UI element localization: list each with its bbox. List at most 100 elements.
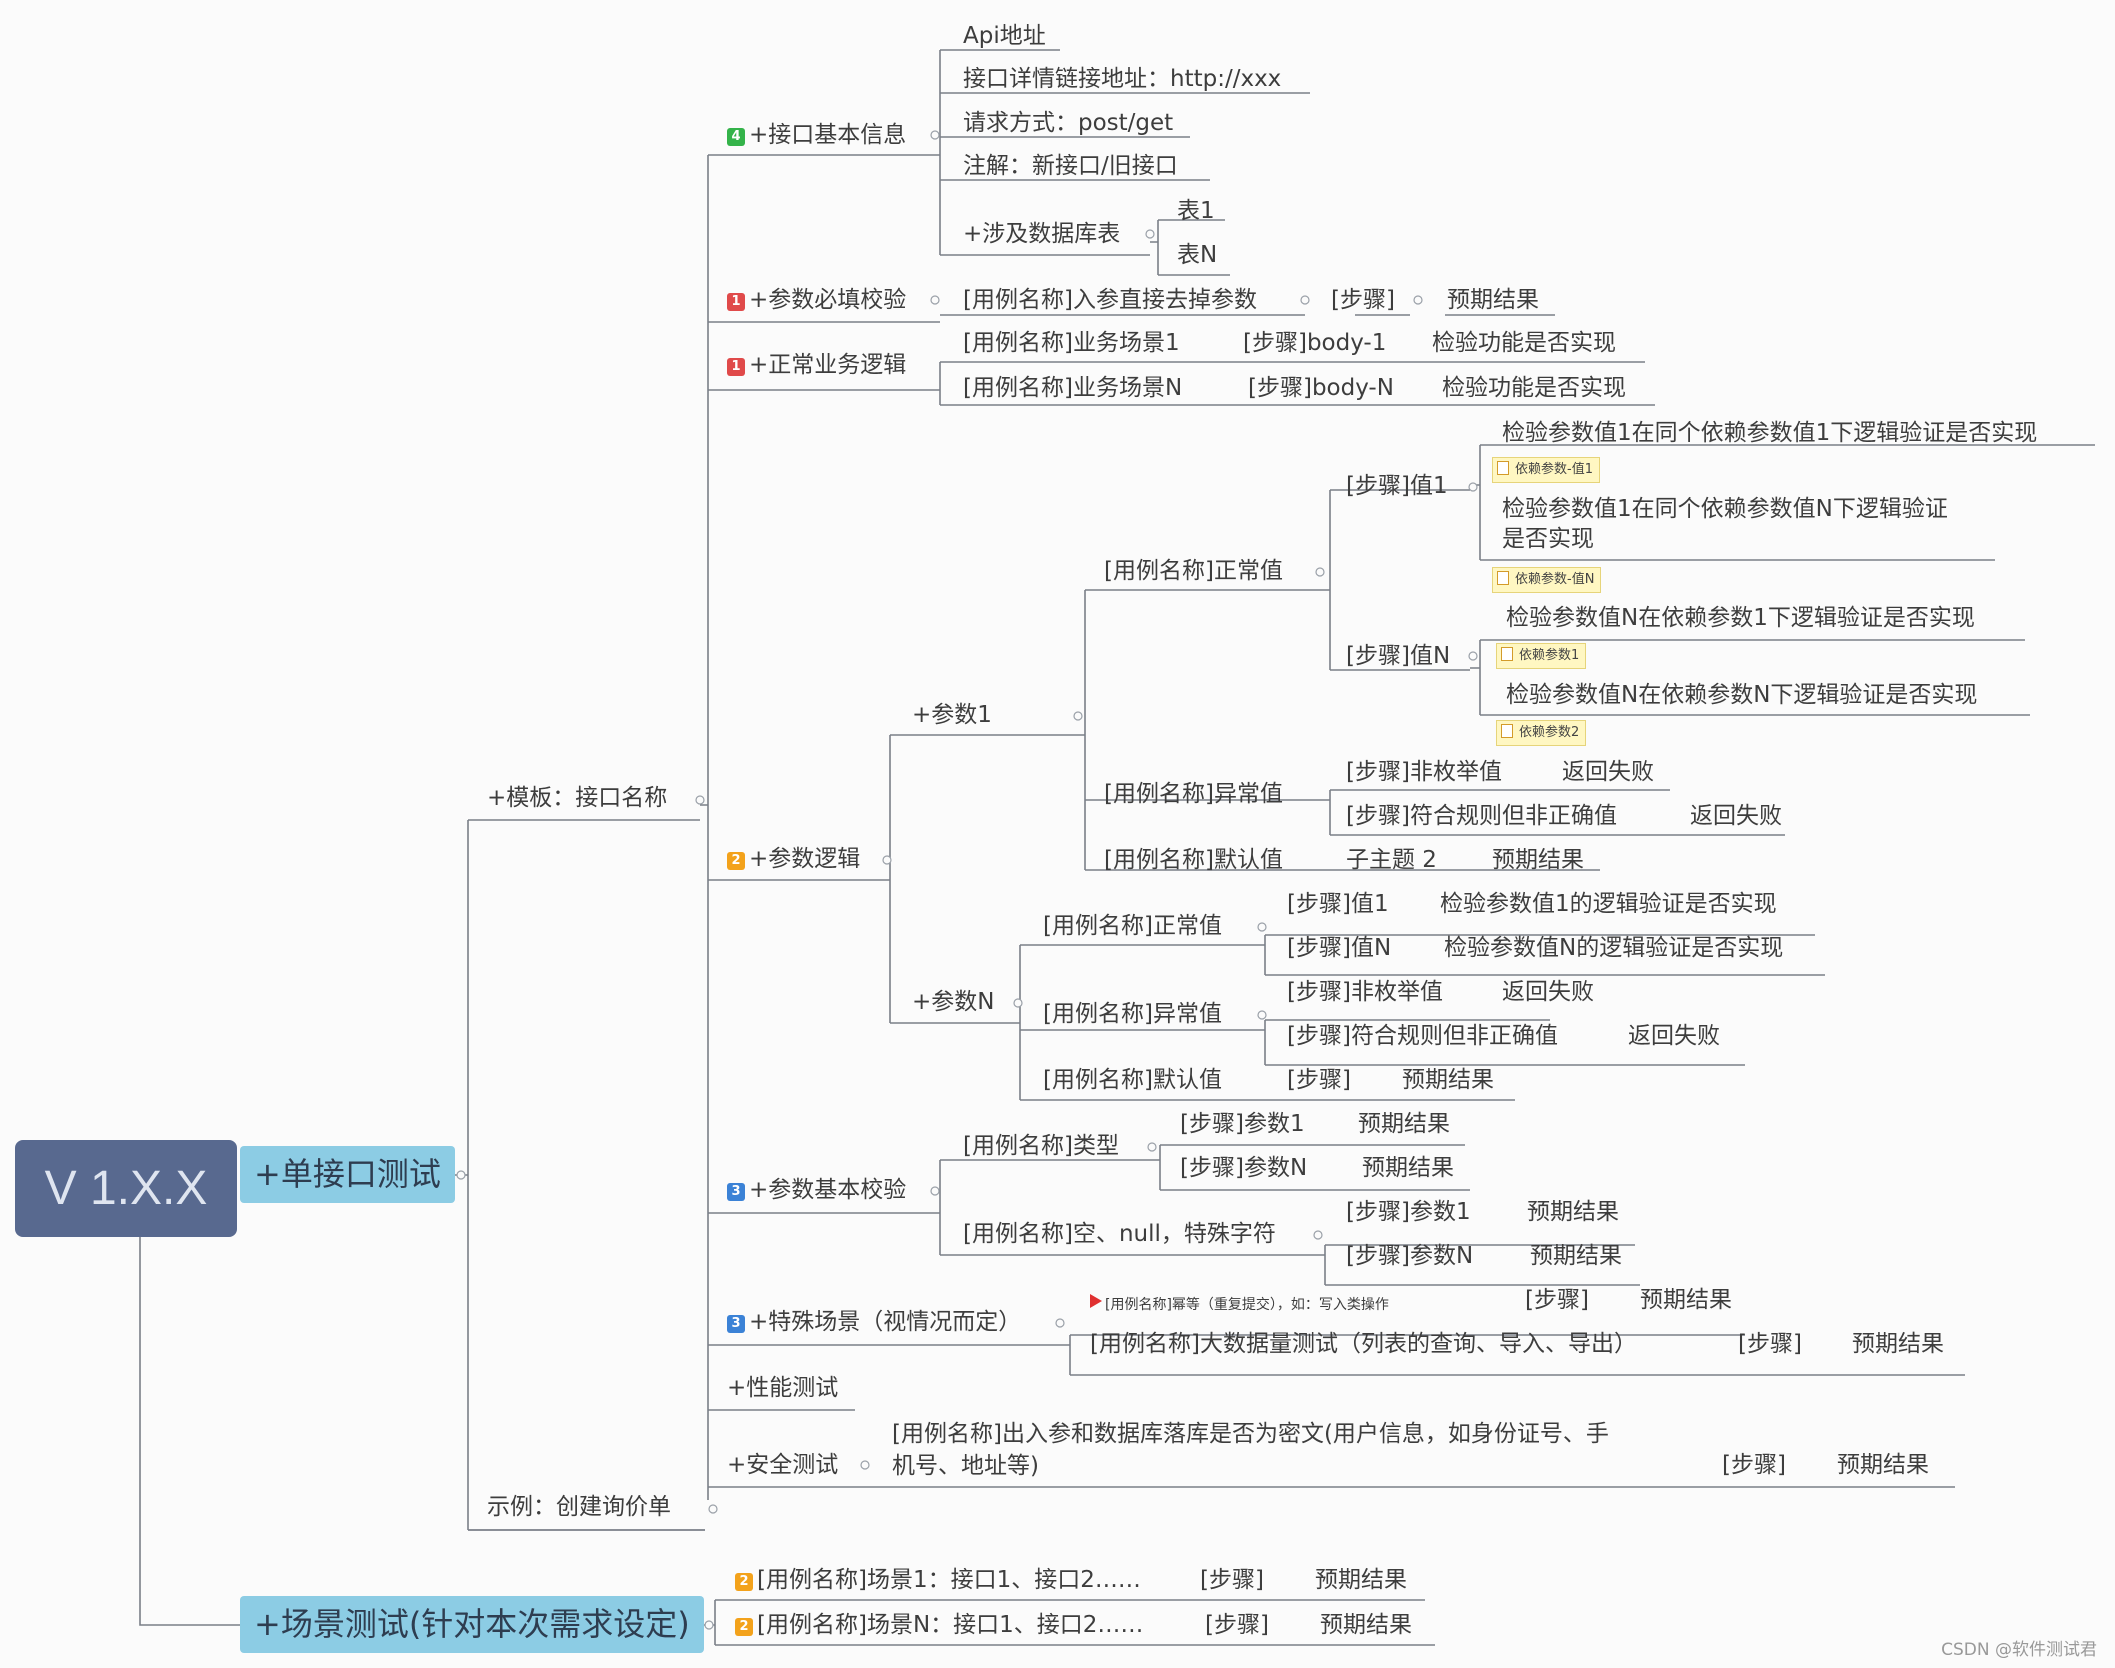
node-label: 预期结果 — [1402, 1067, 1494, 1093]
node-idempotent-res[interactable]: 预期结果 — [1640, 1285, 1732, 1315]
topic-scenario-test[interactable]: +场景测试(针对本次需求设定) — [240, 1596, 704, 1653]
node-type-res-n[interactable]: 预期结果 — [1362, 1153, 1454, 1183]
node-note[interactable]: 注解：新接口/旧接口 — [963, 151, 1178, 181]
node-special-scenario[interactable]: 3+特殊场景（视情况而定） — [727, 1307, 1021, 1337]
node-type-step-1[interactable]: [步骤]参数1 — [1180, 1109, 1305, 1139]
node-pn-step-v1[interactable]: [步骤]值1 — [1287, 889, 1389, 919]
node-pn-normal[interactable]: [用例名称]正常值 — [1043, 911, 1222, 941]
node-business-logic[interactable]: 1+正常业务逻辑 — [727, 350, 906, 380]
node-method[interactable]: 请求方式：post/get — [963, 108, 1173, 138]
node-pn-def-res[interactable]: 预期结果 — [1402, 1065, 1494, 1095]
node-type-step-n[interactable]: [步骤]参数N — [1180, 1153, 1307, 1183]
node-security-step[interactable]: [步骤] — [1722, 1450, 1786, 1480]
node-pn-ab-step-1[interactable]: [步骤]非枚举值 — [1287, 977, 1443, 1007]
node-scenario-case-1[interactable]: 2[用例名称]场景1：接口1、接口2…… — [735, 1565, 1141, 1595]
note-label: 依赖参数1 — [1519, 648, 1580, 663]
node-label: [用例名称]正常值 — [1104, 558, 1283, 584]
node-empty-case[interactable]: [用例名称]空、null，特殊字符 — [963, 1219, 1276, 1249]
node-pn-default[interactable]: [用例名称]默认值 — [1043, 1065, 1222, 1095]
node-scenario-res-n[interactable]: 预期结果 — [1320, 1610, 1412, 1640]
topic-label: +单接口测试 — [254, 1155, 441, 1193]
node-template[interactable]: +模板：接口名称 — [487, 783, 667, 813]
node-p1-v1-check-b[interactable]: 检验参数值1在同个依赖参数值N下逻辑验证 是否实现 — [1502, 494, 1948, 554]
node-label: [步骤] — [1525, 1287, 1589, 1313]
node-param-1[interactable]: +参数1 — [912, 700, 992, 730]
node-scenario-case-n[interactable]: 2[用例名称]场景N：接口1、接口2…… — [735, 1610, 1143, 1640]
node-business-step-n[interactable]: [步骤]body-N — [1248, 373, 1394, 403]
node-p1-v1-check-a[interactable]: 检验参数值1在同个依赖参数值1下逻辑验证是否实现 — [1502, 418, 2037, 448]
node-required-check[interactable]: 1+参数必填校验 — [727, 285, 906, 315]
node-param-logic[interactable]: 2+参数逻辑 — [727, 844, 860, 874]
node-pn-vn-check[interactable]: 检验参数值N的逻辑验证是否实现 — [1444, 933, 1783, 963]
node-scenario-step-n[interactable]: [步骤] — [1205, 1610, 1269, 1640]
node-required-step[interactable]: [步骤] — [1331, 285, 1395, 315]
node-pn-ab-res-2[interactable]: 返回失败 — [1628, 1021, 1720, 1051]
node-example[interactable]: 示例：创建询价单 — [487, 1492, 671, 1522]
node-pn-def-step[interactable]: [步骤] — [1287, 1065, 1351, 1095]
node-scenario-step-1[interactable]: [步骤] — [1200, 1565, 1264, 1595]
node-pn-abnormal[interactable]: [用例名称]异常值 — [1043, 999, 1222, 1029]
node-p1-normal[interactable]: [用例名称]正常值 — [1104, 556, 1283, 586]
node-detail-link[interactable]: 接口详情链接地址：http://xxx — [963, 64, 1281, 94]
node-label: [步骤]参数N — [1180, 1155, 1308, 1181]
node-business-step-1[interactable]: [步骤]body-1 — [1243, 328, 1386, 358]
node-p1-ab-res-2[interactable]: 返回失败 — [1690, 801, 1782, 831]
node-label: 预期结果 — [1837, 1452, 1929, 1478]
topic-single-interface[interactable]: +单接口测试 — [240, 1146, 455, 1203]
node-p1-step-v1[interactable]: [步骤]值1 — [1346, 471, 1448, 501]
node-api[interactable]: Api地址 — [963, 21, 1046, 51]
node-bigdata-case[interactable]: [用例名称]大数据量测试（列表的查询、导入、导出） — [1090, 1329, 1637, 1359]
node-empty-step-1[interactable]: [步骤]参数1 — [1346, 1197, 1471, 1227]
node-scenario-res-1[interactable]: 预期结果 — [1315, 1565, 1407, 1595]
node-p1-ab-res-1[interactable]: 返回失败 — [1562, 757, 1654, 787]
node-business-case-1[interactable]: [用例名称]业务场景1 — [963, 328, 1180, 358]
node-empty-res-1[interactable]: 预期结果 — [1527, 1197, 1619, 1227]
node-label: +参数N — [912, 989, 995, 1015]
node-db-tables[interactable]: +涉及数据库表 — [963, 219, 1120, 249]
node-p1-vn-check-a[interactable]: 检验参数值N在依赖参数1下逻辑验证是否实现 — [1506, 603, 1975, 633]
node-pn-ab-step-2[interactable]: [步骤]符合规则但非正确值 — [1287, 1021, 1558, 1051]
node-required-result[interactable]: 预期结果 — [1447, 285, 1539, 315]
node-label: 检验参数值1在同个依赖参数值1下逻辑验证是否实现 — [1502, 420, 2038, 446]
node-label: [步骤]body-N — [1248, 375, 1394, 401]
node-security[interactable]: +安全测试 — [727, 1450, 838, 1480]
node-label: 检验参数值N在依赖参数1下逻辑验证是否实现 — [1506, 605, 1975, 631]
node-business-check-1[interactable]: 检验功能是否实现 — [1432, 328, 1616, 358]
node-performance[interactable]: +性能测试 — [727, 1373, 838, 1403]
node-bigdata-res[interactable]: 预期结果 — [1852, 1329, 1944, 1359]
node-basic-info[interactable]: 4+接口基本信息 — [727, 120, 906, 150]
node-p1-ab-step-2[interactable]: [步骤]符合规则但非正确值 — [1346, 801, 1617, 831]
node-pn-ab-res-1[interactable]: 返回失败 — [1502, 977, 1594, 1007]
node-idempotent-step[interactable]: [步骤] — [1525, 1285, 1589, 1315]
node-p1-default[interactable]: [用例名称]默认值 — [1104, 845, 1283, 875]
node-security-res[interactable]: 预期结果 — [1837, 1450, 1929, 1480]
node-label: 检验参数值1在同个依赖参数值N下逻辑验证 是否实现 — [1502, 496, 1948, 552]
node-label: 返回失败 — [1502, 979, 1594, 1005]
node-p1-ab-step-1[interactable]: [步骤]非枚举值 — [1346, 757, 1502, 787]
node-type-case[interactable]: [用例名称]类型 — [963, 1131, 1119, 1161]
note-icon — [1501, 647, 1513, 661]
node-label: +参数基本校验 — [749, 1177, 907, 1203]
node-empty-step-n[interactable]: [步骤]参数N — [1346, 1241, 1473, 1271]
node-security-case[interactable]: [用例名称]出入参和数据库落库是否为密文(用户信息，如身份证号、手 机号、地址等… — [892, 1418, 1609, 1482]
node-table-1[interactable]: 表1 — [1177, 196, 1215, 226]
node-required-case[interactable]: [用例名称]入参直接去掉参数 — [963, 285, 1257, 315]
node-basic-check[interactable]: 3+参数基本校验 — [727, 1175, 906, 1205]
node-pn-step-vn[interactable]: [步骤]值N — [1287, 933, 1391, 963]
node-pn-v1-check[interactable]: 检验参数值1的逻辑验证是否实现 — [1440, 889, 1777, 919]
node-p1-abnormal[interactable]: [用例名称]异常值 — [1104, 779, 1283, 809]
node-p1-def-res[interactable]: 预期结果 — [1492, 845, 1584, 875]
root-topic[interactable]: V 1.X.X — [15, 1140, 237, 1237]
node-business-case-n[interactable]: [用例名称]业务场景N — [963, 373, 1182, 403]
node-business-check-n[interactable]: 检验功能是否实现 — [1442, 373, 1626, 403]
node-param-n[interactable]: +参数N — [912, 987, 994, 1017]
node-table-n[interactable]: 表N — [1177, 240, 1217, 270]
node-p1-step-vn[interactable]: [步骤]值N — [1346, 641, 1450, 671]
node-p1-vn-check-b[interactable]: 检验参数值N在依赖参数N下逻辑验证是否实现 — [1506, 680, 1977, 710]
node-type-res-1[interactable]: 预期结果 — [1358, 1109, 1450, 1139]
node-idempotent-case[interactable]: [用例名称]幂等（重复提交），如：写入类操作 — [1090, 1290, 1389, 1320]
node-label: 预期结果 — [1852, 1331, 1944, 1357]
node-bigdata-step[interactable]: [步骤] — [1738, 1329, 1802, 1359]
node-p1-def-sub[interactable]: 子主题 2 — [1346, 845, 1437, 875]
node-empty-res-n[interactable]: 预期结果 — [1530, 1241, 1622, 1271]
